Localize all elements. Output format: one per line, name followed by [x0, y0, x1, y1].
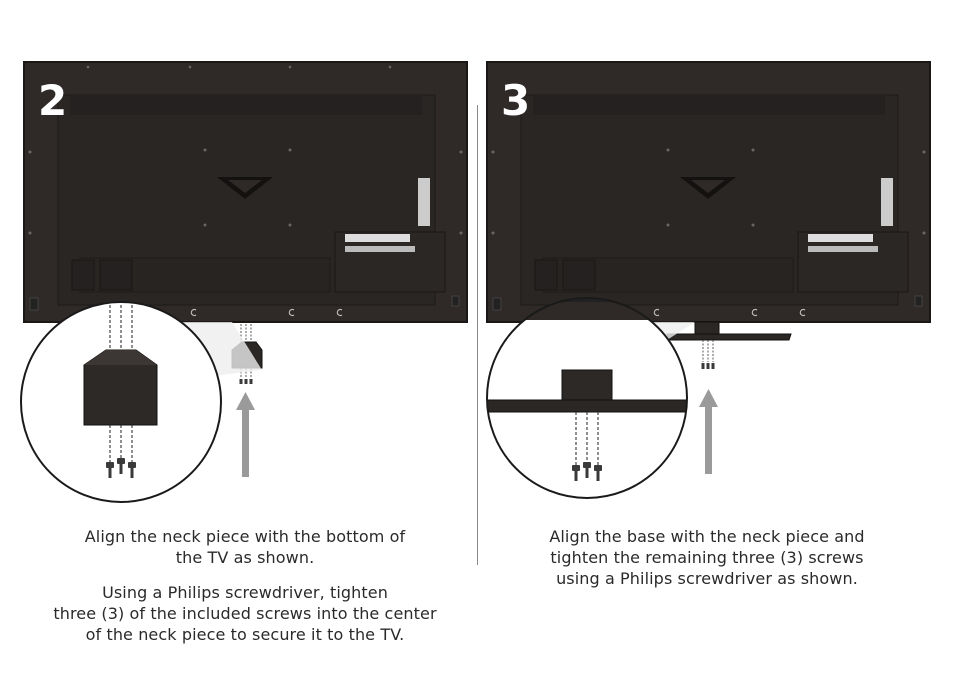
zoom-detail-circle — [20, 301, 222, 503]
up-arrow-icon — [236, 392, 255, 477]
step-2-illustration: 2 — [20, 61, 468, 503]
step-number: 2 — [38, 76, 67, 125]
caption-line: tighten the remaining three (3) screws — [550, 548, 864, 567]
step-3-illustration: 3 — [486, 61, 931, 499]
caption-line: Align the base with the neck piece and — [549, 527, 865, 546]
step-number: 3 — [501, 76, 530, 125]
v-logo-icon — [680, 177, 736, 199]
caption-line: using a Philips screwdriver as shown. — [556, 569, 858, 588]
step-3-panel: 3 — [477, 0, 954, 673]
step-2-panel: 2 — [20, 61, 468, 645]
up-arrow-icon — [699, 389, 718, 474]
v-logo-icon — [217, 177, 273, 199]
caption-line: Align the neck piece with the bottom of — [84, 527, 406, 546]
step-2-caption: Align the neck piece with the bottom of … — [40, 526, 450, 645]
screw-icon — [106, 458, 136, 478]
step-3-caption: Align the base with the neck piece and t… — [497, 526, 917, 589]
screw-icon — [572, 462, 602, 481]
tv-back — [23, 61, 468, 323]
caption-line: the TV as shown. — [175, 548, 315, 567]
caption-line: of the neck piece to secure it to the TV… — [85, 625, 405, 644]
panel-divider — [477, 105, 478, 565]
caption-line: Using a Philips screwdriver, tighten — [102, 583, 388, 602]
stand-base-small — [666, 321, 792, 369]
caption-line: three (3) of the included screws into th… — [53, 604, 437, 623]
